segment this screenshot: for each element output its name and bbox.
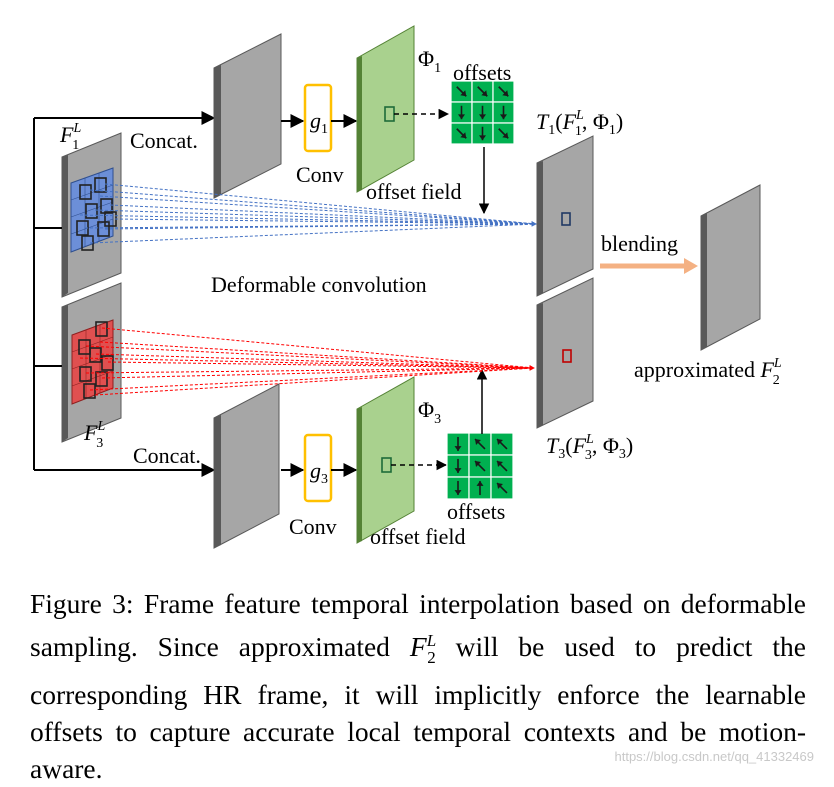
blending-arrow bbox=[600, 258, 698, 274]
offset-top-arrowhead bbox=[458, 114, 465, 120]
g3-label: g3 bbox=[310, 458, 328, 487]
t1-output-plane bbox=[536, 135, 594, 297]
offset-top-arrowhead bbox=[479, 135, 486, 141]
offsets-grid-top bbox=[450, 80, 515, 145]
watermark: https://blog.csdn.net/qq_41332469 bbox=[614, 749, 815, 764]
red-sampling-line bbox=[107, 361, 535, 371]
offset-bottom-arrowhead bbox=[454, 490, 462, 496]
blue-sampling-line bbox=[104, 183, 537, 227]
conv-box-g1 bbox=[303, 83, 333, 153]
conv-box-g3 bbox=[303, 433, 333, 503]
offset-top-arrowhead bbox=[460, 90, 467, 97]
blue-sampling-line bbox=[94, 209, 537, 227]
offset-bottom-arrowhead bbox=[476, 480, 484, 486]
blue-sampling-line bbox=[84, 221, 537, 229]
offset-field-plane-bottom bbox=[356, 376, 415, 544]
deformable-interpolation-diagram: Concat. Concat. Conv Conv g1 g3 Φ1 Φ3 of… bbox=[33, 25, 782, 549]
red-sampling-line bbox=[101, 327, 535, 371]
offset-top-arrowhead bbox=[502, 132, 509, 139]
offset-bottom-arrowhead bbox=[497, 483, 503, 489]
offset-bottom-arrowhead bbox=[475, 461, 481, 467]
blue-sampling-lines bbox=[79, 183, 537, 244]
concat-plane-bottom bbox=[213, 383, 280, 549]
blue-sampling-line bbox=[89, 189, 537, 227]
offset-top-arrowhead bbox=[502, 90, 509, 97]
f1-blue-sampling-region bbox=[70, 167, 117, 253]
blue-sampling-line bbox=[99, 195, 537, 227]
blue-sampling-line bbox=[79, 214, 537, 227]
deformable-convolution-label: Deformable convolution bbox=[211, 272, 427, 297]
concat-plane-top bbox=[213, 33, 282, 199]
red-sampling-line bbox=[95, 353, 535, 371]
phi3-label: Φ3 bbox=[418, 397, 441, 427]
conv-label-bottom: Conv bbox=[289, 514, 337, 539]
offset-bottom-arrowhead bbox=[454, 446, 462, 452]
blue-sampling-line bbox=[114, 218, 537, 227]
red-sampling-line bbox=[94, 365, 535, 396]
offset-top-arrowhead bbox=[460, 132, 467, 139]
offset-field-label-top: offset field bbox=[366, 179, 462, 204]
figure-caption: Figure 3: Frame feature temporal interpo… bbox=[30, 588, 807, 784]
f3-red-sampling-region bbox=[71, 319, 114, 405]
offset-bottom-arrowhead bbox=[497, 439, 503, 445]
offset-field-plane-top bbox=[356, 25, 415, 193]
phi1-label: Φ1 bbox=[418, 46, 441, 76]
concat-label-top: Concat. bbox=[130, 128, 198, 153]
g1-label: g1 bbox=[310, 108, 328, 137]
red-sampling-line bbox=[79, 357, 535, 371]
offset-bottom-arrowhead bbox=[497, 461, 503, 467]
blue-sampling-line bbox=[89, 221, 537, 244]
offset-field-label-bottom: offset field bbox=[370, 524, 466, 549]
input-routing-lines bbox=[33, 111, 216, 477]
concat-label-bottom: Concat. bbox=[133, 443, 201, 468]
t3-output-plane bbox=[536, 277, 594, 429]
offsets-label-top: offsets bbox=[453, 60, 511, 85]
offset-top-arrowhead bbox=[481, 90, 488, 97]
red-sampling-line bbox=[99, 341, 535, 371]
red-sampling-line bbox=[89, 365, 535, 391]
blue-sampling-line bbox=[104, 221, 537, 230]
red-sampling-line bbox=[101, 365, 535, 379]
offsets-grid-bottom bbox=[446, 432, 514, 500]
blending-label: blending bbox=[601, 231, 678, 256]
approximated-f2-plane bbox=[700, 184, 761, 351]
offsets-label-bottom: offsets bbox=[447, 499, 505, 524]
blue-sampling-line bbox=[109, 204, 537, 227]
offset-bottom-arrowhead bbox=[475, 439, 481, 445]
offset-top-arrowhead bbox=[500, 114, 507, 120]
red-sampling-lines bbox=[79, 327, 535, 396]
conv-label-top: Conv bbox=[296, 162, 344, 187]
offset-bottom-arrowhead bbox=[454, 468, 462, 474]
offset-top-arrowhead bbox=[479, 114, 486, 120]
